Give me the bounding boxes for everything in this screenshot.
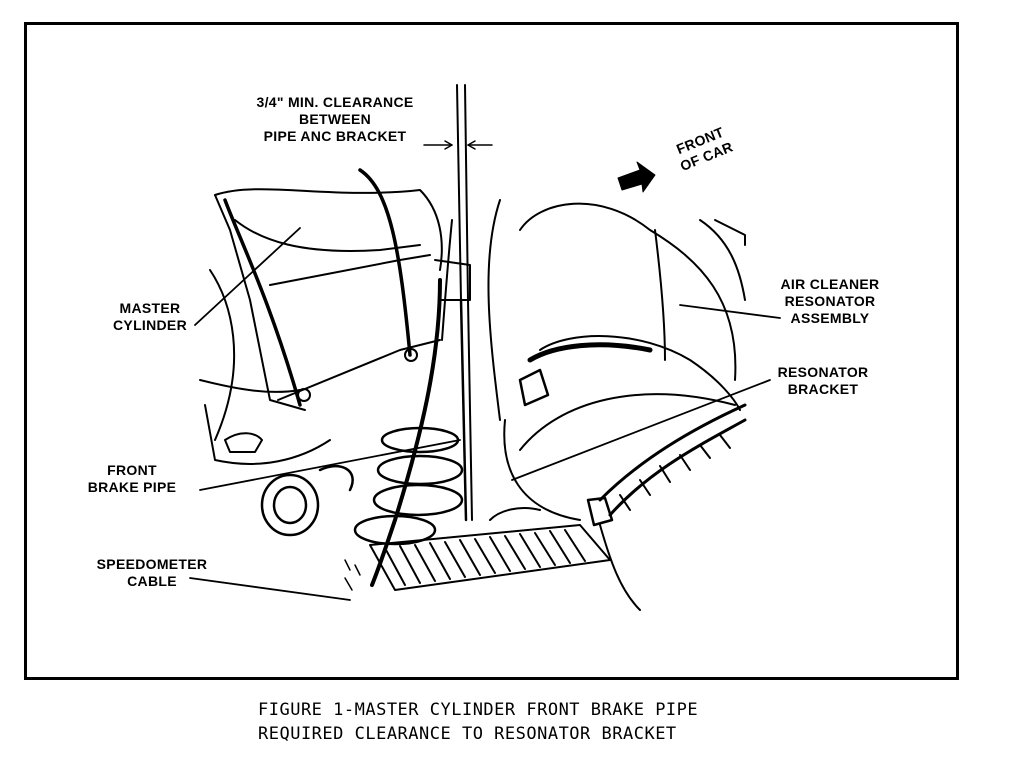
leader-lines: [189, 227, 781, 601]
clearance-label: 3/4" MIN. CLEARANCE BETWEEN PIPE ANC BRA…: [256, 94, 414, 144]
speedometer-cable-label: SPEEDOMETER CABLE: [96, 556, 208, 589]
air-cleaner-label: AIR CLEANER RESONATOR ASSEMBLY: [780, 276, 880, 326]
air-cleaner-resonator: [487, 199, 746, 521]
resonator-bracket-label: RESONATOR BRACKET: [777, 364, 869, 397]
figure-caption-line-1: FIGURE 1-MASTER CYLINDER FRONT BRAKE PIP…: [258, 700, 699, 720]
front-brake-pipe: [370, 219, 453, 587]
front-brake-pipe-label: FRONT BRAKE PIPE: [87, 462, 177, 495]
master-cylinder-label: MASTER CYLINDER: [113, 300, 187, 333]
resonator-bracket: [586, 403, 747, 611]
master-cylinder: [199, 168, 471, 465]
figure-frame: [24, 22, 959, 680]
speedometer-cable: [344, 507, 611, 591]
clearance-reference: [423, 84, 493, 522]
front-arrow: [617, 161, 656, 193]
spring-coils: [260, 426, 464, 546]
figure-caption-line-2: REQUIRED CLEARANCE TO RESONATOR BRACKET: [258, 724, 677, 744]
